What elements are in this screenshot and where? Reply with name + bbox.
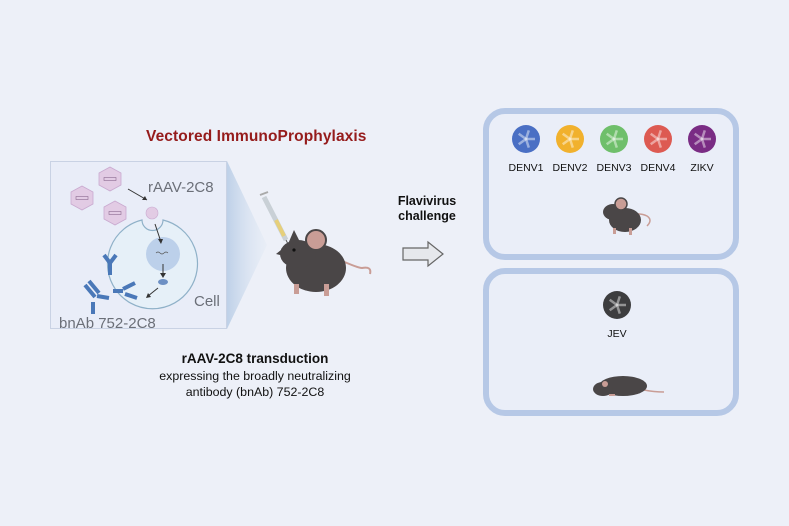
- mouse-icon: [276, 229, 372, 296]
- zikv-virus-icon: [688, 125, 716, 153]
- denv2-virus-icon: [556, 125, 584, 153]
- injected-mouse-illustration: [259, 191, 372, 296]
- antibody-label: bnAb 752-2C8: [59, 315, 156, 332]
- virus-label: JEV: [607, 328, 627, 340]
- virus-label: DENV2: [552, 162, 588, 174]
- lying-mouse-icon: [593, 376, 665, 396]
- protected-panel: DENV1 DENV2 DENV3 DENV4 ZIKV: [483, 108, 739, 260]
- vector-label: rAAV-2C8: [148, 179, 214, 196]
- aav-capsid-icon: [70, 185, 94, 211]
- standing-mouse-icon: [603, 197, 651, 235]
- challenge-line-1: Flavivirus: [397, 194, 457, 208]
- ribosome-icon: [158, 279, 168, 285]
- virus-label: DENV3: [596, 162, 632, 174]
- transduction-heading: rAAV-2C8 transduction: [181, 351, 329, 366]
- virus-label: DENV4: [640, 162, 676, 174]
- challenge-label: Flavivirus challenge: [382, 194, 472, 224]
- aav-capsid-icon: [103, 200, 127, 226]
- figure-title: Vectored ImmunoProphylaxis: [146, 128, 367, 145]
- transduction-description: expressing the broadly neutralizing anti…: [145, 368, 365, 400]
- challenge-line-2: challenge: [398, 209, 456, 223]
- aav-capsid-icon: [98, 166, 122, 192]
- denv3-virus-icon: [600, 125, 628, 153]
- antibody-icon: [83, 253, 138, 314]
- unprotected-panel: JEV: [483, 268, 739, 416]
- denv1-virus-icon: [512, 125, 540, 153]
- description-line-2: antibody (bnAb) 752-2C8: [185, 385, 325, 399]
- syringe-icon: [259, 191, 292, 251]
- denv4-virus-icon: [644, 125, 672, 153]
- jev-virus-icon: [603, 291, 631, 319]
- cell-label: Cell: [194, 293, 220, 310]
- challenge-arrow-icon: [402, 240, 444, 268]
- transduction-inset: rAAV-2C8 Cell bnAb 752-2C8: [50, 161, 227, 332]
- description-line-1: expressing the broadly neutralizing: [159, 369, 351, 383]
- virus-label: ZIKV: [690, 162, 714, 174]
- virus-label: DENV1: [508, 162, 544, 174]
